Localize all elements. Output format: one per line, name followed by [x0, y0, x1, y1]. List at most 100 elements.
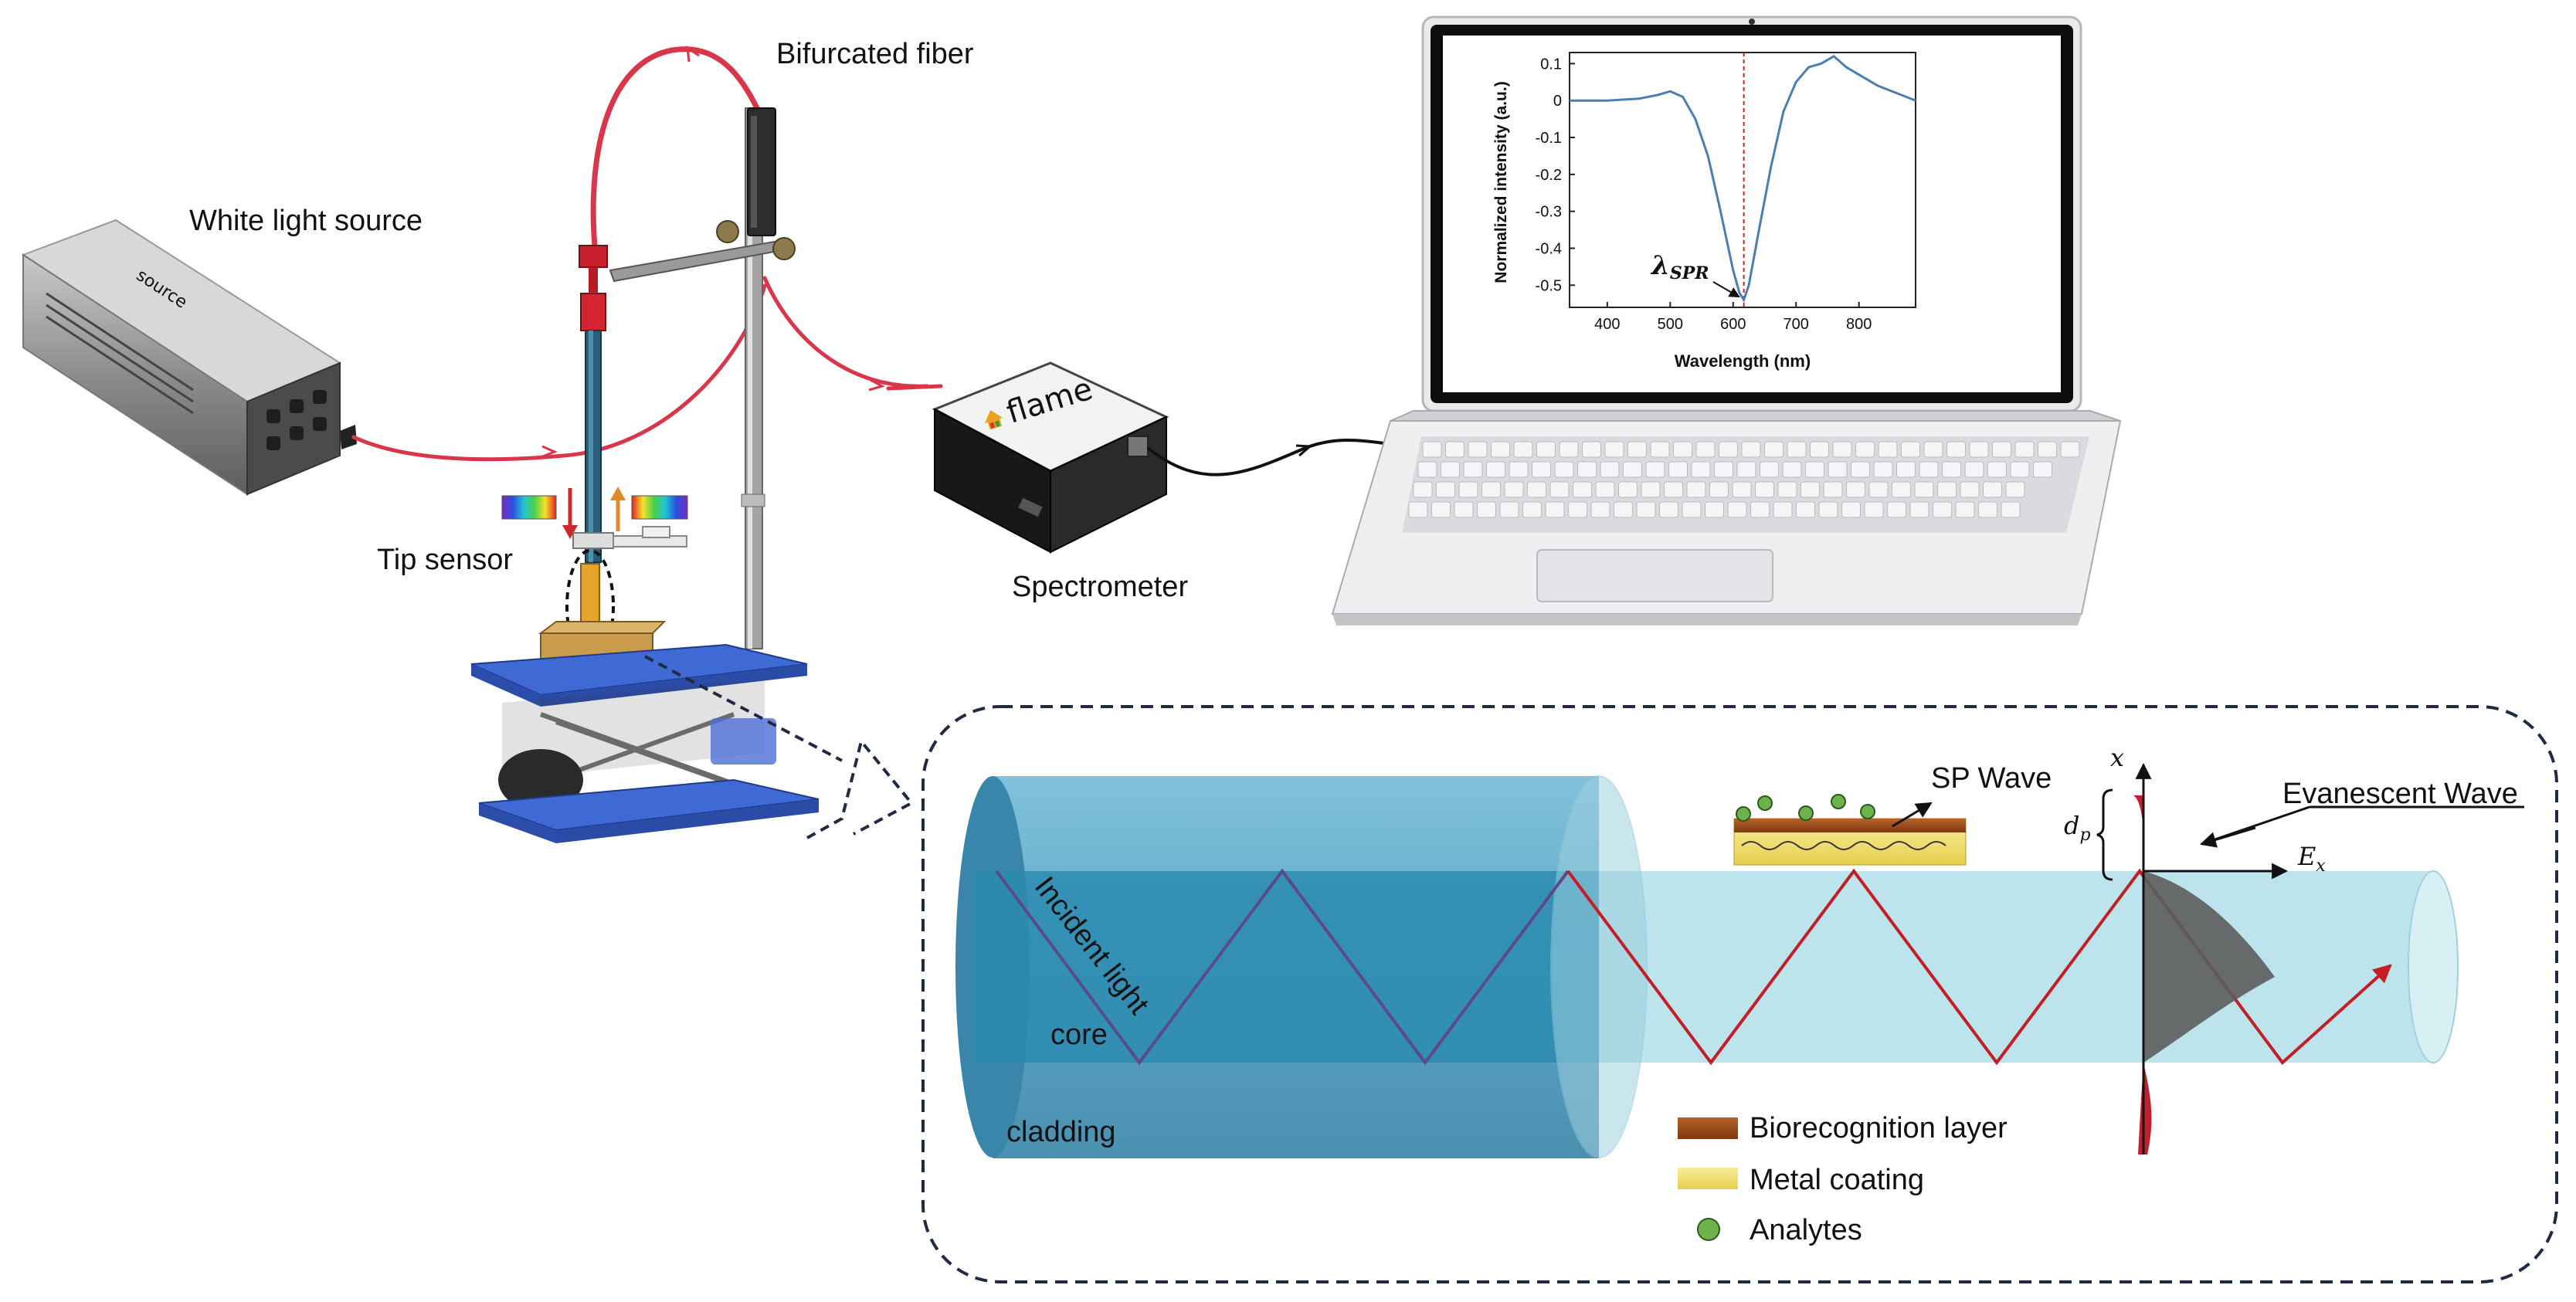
keyboard-key [1695, 441, 1716, 458]
keyboard-key [1559, 441, 1579, 458]
legend-label-biorecognition: Biorecognition layer [1750, 1112, 2008, 1144]
keyboard-key [1955, 501, 1975, 518]
keyboard-key [2005, 481, 2025, 498]
bifurcated-fiber-label: Bifurcated fiber [776, 38, 974, 70]
x-tick-label: 600 [1720, 316, 1746, 333]
keyboard-key [1964, 461, 1984, 478]
white-light-source: source [21, 219, 357, 496]
y-tick-label: -0.5 [1536, 277, 1562, 294]
keyboard-key [1417, 461, 1437, 478]
keyboard-key [1841, 501, 1861, 518]
keyboard-key [1818, 501, 1838, 518]
tip-sensor-label: Tip sensor [377, 544, 513, 576]
keyboard-key [2038, 441, 2057, 458]
keyboard-key [1750, 501, 1770, 518]
keyboard-key [1709, 481, 1729, 498]
plot-frame [1569, 52, 1916, 308]
keyboard-key [1431, 501, 1451, 518]
keyboard-key [1504, 481, 1524, 498]
keyboard-key [1864, 501, 1884, 518]
keyboard-key [1623, 461, 1642, 478]
sensing-coating [1733, 794, 1967, 866]
keyboard-key [2010, 461, 2030, 478]
x-tick-label: 700 [1784, 316, 1809, 333]
keyboard-key [1668, 461, 1688, 478]
keyboard-key [1714, 461, 1733, 478]
keyboard-key [1413, 481, 1433, 498]
keyboard-key [1764, 441, 1784, 458]
keyboard-key [1896, 461, 1916, 478]
keyboard-key [1805, 461, 1824, 478]
dp-label: dp [2064, 811, 2091, 845]
x-axis-label: Wavelength (nm) [1675, 351, 1811, 371]
keyboard-key [1987, 461, 2007, 478]
keyboard-key [1422, 441, 1442, 458]
zoom-callout-arrow [644, 655, 915, 839]
keyboard-key [1992, 441, 2011, 458]
legend-swatch-metal [1678, 1168, 1738, 1189]
keyboard-key [1923, 441, 1943, 458]
evanescent-field [2096, 762, 2524, 1155]
keyboard-key [1686, 481, 1706, 498]
y-axis-label: Normalized intensity (a.u.) [1492, 81, 1510, 283]
bifurcated-fiber [351, 46, 943, 462]
y-tick-label: -0.3 [1536, 204, 1562, 221]
lab-jack [470, 621, 820, 843]
keyboard-key [1901, 441, 1920, 458]
keyboard-key [1777, 481, 1797, 498]
incident-light-rays [995, 868, 2392, 1066]
keyboard-key [1532, 461, 1551, 478]
keyboard-key [1868, 481, 1889, 498]
keyboard-key [1536, 441, 1556, 458]
axis-x-label: x [2110, 743, 2124, 772]
keyboard-key [1568, 501, 1587, 518]
probe-mount [572, 526, 687, 549]
keyboard-key [1527, 481, 1546, 498]
keyboard-key [1554, 461, 1574, 478]
keyboard-key [1760, 461, 1779, 478]
keyboard-key [1595, 481, 1615, 498]
keyboard-key [1914, 481, 1934, 498]
keyboard-key [1937, 481, 1957, 498]
zoom-panel [921, 705, 2558, 1283]
y-axis: 0.10-0.1-0.2-0.3-0.4-0.5 [1536, 56, 1575, 294]
keyboard-key [1441, 461, 1460, 478]
keyboard-key [2033, 461, 2052, 478]
keyboard-key [1522, 501, 1542, 518]
evanescent-wave-label: Evanescent Wave [2282, 778, 2518, 810]
keyboard-key [1458, 481, 1478, 498]
keyboard-key [1810, 441, 1829, 458]
keyboard-key [1887, 501, 1906, 518]
keyboard-key [1486, 461, 1505, 478]
keyboard-key [1468, 441, 1488, 458]
core-label: core [1050, 1019, 1108, 1051]
spectrum-series-line [1570, 54, 1916, 303]
keyboard-key [1727, 501, 1747, 518]
y-tick-label: -0.1 [1536, 130, 1562, 147]
spectrometer-label: Spectrometer [1012, 571, 1188, 603]
keyboard-key [1673, 441, 1692, 458]
y-tick-label: -0.2 [1536, 167, 1562, 184]
keyboard-key [1604, 441, 1624, 458]
keyboard-key [1454, 501, 1474, 518]
keyboard [1408, 441, 2080, 518]
keyboard-key [1969, 441, 1989, 458]
keyboard-key [1491, 441, 1510, 458]
keyboard-key [1664, 481, 1683, 498]
keyboard-key [1946, 441, 1966, 458]
x-tick-label: 800 [1846, 316, 1872, 333]
keyboard-key [1782, 461, 1802, 478]
keyboard-key [1408, 501, 1428, 518]
spr-annotation: λSPR [1650, 250, 1709, 283]
keyboard-key [1736, 461, 1756, 478]
keyboard-key [1873, 461, 1893, 478]
keyboard-key [1978, 501, 1997, 518]
keyboard-key [2014, 441, 2035, 458]
keyboard-key [1618, 481, 1638, 498]
keyboard-key [1463, 461, 1483, 478]
y-tick-label: 0.1 [1540, 56, 1562, 73]
keyboard-key [1705, 501, 1724, 518]
legend-label-analytes: Analytes [1750, 1214, 1862, 1246]
